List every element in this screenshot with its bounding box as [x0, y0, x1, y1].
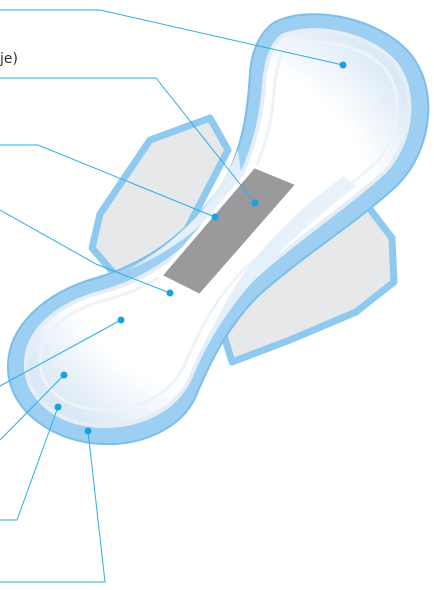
- callout-label-partial: je): [0, 51, 18, 67]
- callout-dot-7: [55, 404, 62, 411]
- callout-dot-5: [118, 317, 125, 324]
- callout-dot-3: [212, 214, 219, 221]
- leader-line-8: [0, 431, 105, 582]
- callout-dot-4: [167, 290, 174, 297]
- callout-dot-6: [61, 372, 68, 379]
- callout-dot-2: [252, 200, 259, 207]
- callout-dot-8: [85, 428, 92, 435]
- callout-dot-1: [340, 62, 347, 69]
